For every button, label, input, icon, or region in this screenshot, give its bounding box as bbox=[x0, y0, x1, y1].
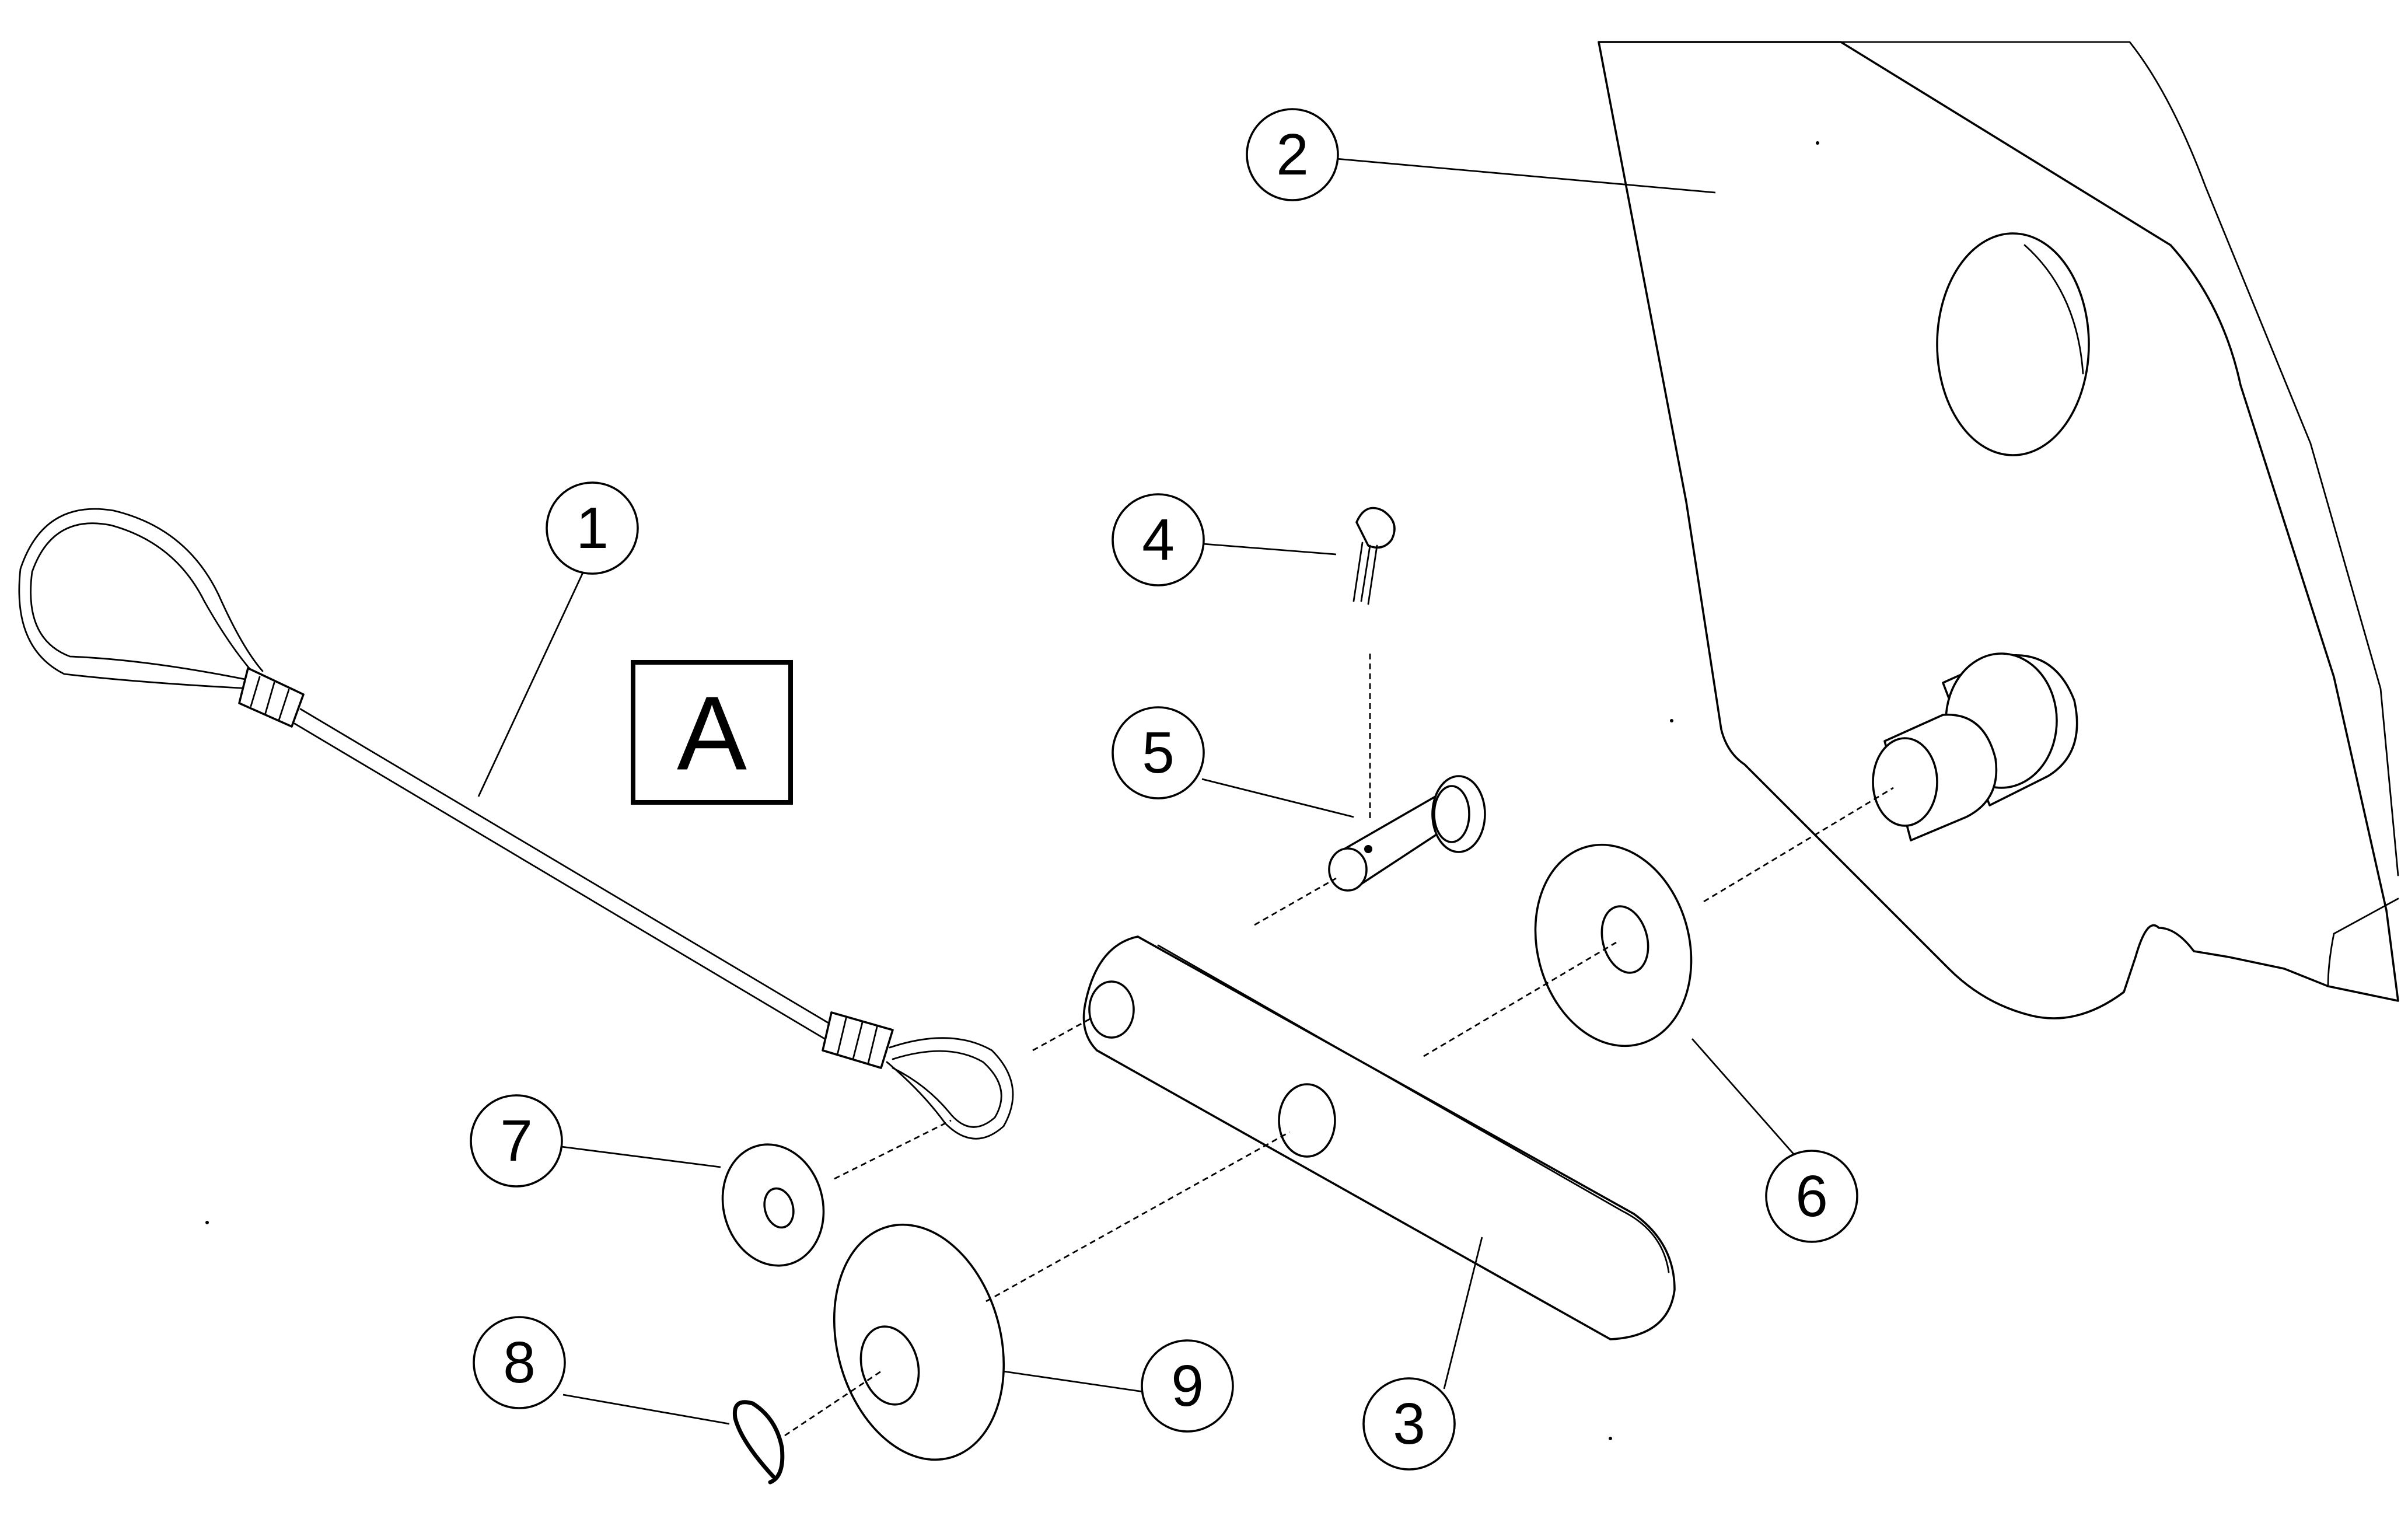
callout-6: 6 bbox=[1765, 1150, 1858, 1243]
lanyard-cable bbox=[18, 508, 1014, 1140]
callout-3: 3 bbox=[1362, 1377, 1456, 1471]
ferrule-top bbox=[238, 667, 305, 728]
callout-5: 5 bbox=[1112, 706, 1205, 799]
callout-3-number: 3 bbox=[1393, 1391, 1425, 1457]
callout-2: 2 bbox=[1246, 108, 1339, 201]
callout-1-number: 1 bbox=[576, 495, 609, 561]
callout-1: 1 bbox=[546, 481, 639, 575]
upper-hole bbox=[1936, 232, 2090, 456]
cotter-pin bbox=[1352, 507, 1396, 605]
boss-shaft bbox=[1872, 652, 2078, 841]
callout-2-number: 2 bbox=[1276, 122, 1309, 187]
callout-9-number: 9 bbox=[1171, 1353, 1204, 1419]
snap-ring bbox=[732, 1400, 785, 1485]
view-label: A bbox=[631, 660, 793, 805]
callout-4-number: 4 bbox=[1142, 507, 1175, 572]
large-washer bbox=[833, 1223, 1005, 1461]
leader-lines bbox=[477, 158, 1801, 1425]
view-label-text: A bbox=[677, 675, 747, 792]
callout-4: 4 bbox=[1112, 493, 1205, 586]
small-washer bbox=[721, 1143, 825, 1267]
link-bar bbox=[1082, 935, 1676, 1340]
assembly-lines bbox=[784, 654, 1894, 1437]
callout-7: 7 bbox=[470, 1094, 563, 1188]
bracket-frame bbox=[1598, 41, 2399, 1019]
callout-9: 9 bbox=[1141, 1339, 1234, 1433]
clevis-pin bbox=[1328, 775, 1486, 892]
ferrule-bottom bbox=[822, 1011, 894, 1069]
callout-6-number: 6 bbox=[1795, 1164, 1828, 1229]
flat-washer bbox=[1534, 843, 1693, 1047]
callout-8: 8 bbox=[473, 1316, 566, 1409]
callout-5-number: 5 bbox=[1142, 720, 1175, 785]
callout-8-number: 8 bbox=[503, 1330, 536, 1395]
scan-specks bbox=[205, 141, 1819, 1440]
callout-7-number: 7 bbox=[500, 1108, 533, 1174]
